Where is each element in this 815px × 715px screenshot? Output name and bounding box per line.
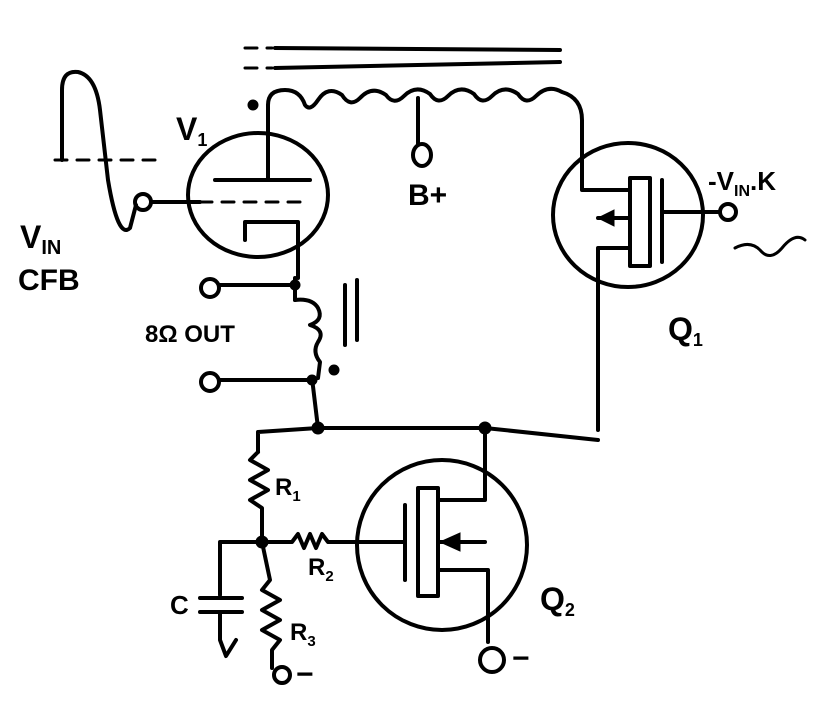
r3-resistor (260, 540, 282, 670)
q1-drain-lead (580, 176, 632, 192)
q2-neg-terminal (478, 646, 506, 674)
main-bus-wire (256, 426, 600, 454)
q2-minus-label: − (512, 642, 530, 675)
c-label: C (170, 590, 189, 620)
q1-arrow (596, 209, 615, 227)
transformer-primary-coil (266, 86, 584, 180)
transformer-core-line-2 (273, 60, 562, 70)
out-label: 8Ω OUT (145, 321, 235, 348)
r2-resistor (260, 532, 407, 550)
vin-label: VIN (20, 219, 61, 259)
q1-envelope (551, 141, 705, 289)
secondary-to-bus-wire (310, 376, 320, 430)
q1-gate-terminal (718, 202, 738, 222)
r2-label: R2 (308, 554, 334, 585)
q2-drain-lead (436, 426, 487, 502)
primary-phase-dot (247, 99, 259, 111)
q2-source-lead (436, 568, 490, 644)
q2-arrow (438, 532, 461, 552)
q2-envelope (355, 458, 529, 632)
out-terminal-bottom (199, 371, 221, 393)
r1-label: R1 (275, 474, 301, 505)
cfb-label: CFB (18, 264, 80, 297)
r3-minus-label: − (296, 658, 314, 691)
r1-resistor (248, 450, 270, 542)
q1-channel (628, 176, 652, 268)
out-terminal-top (199, 277, 221, 299)
vin-terminal (133, 192, 153, 212)
q1-gate-waveform (733, 235, 807, 257)
input-waveform (60, 69, 138, 232)
q2-label: Q2 (540, 581, 575, 620)
secondary-phase-dot (328, 364, 340, 376)
neg-vin-k-label: -VIN.K (708, 166, 776, 200)
r3-label: R3 (290, 619, 316, 650)
r3-neg-terminal (272, 665, 292, 685)
v1-label: V1 (176, 111, 207, 150)
transformer-secondary-coil (293, 297, 323, 380)
v1-cathode (243, 220, 300, 280)
c-ground-arrow (218, 610, 238, 658)
b-plus-terminal (411, 142, 433, 168)
q1-label: Q1 (668, 311, 703, 350)
q2-channel (416, 486, 440, 598)
q1-source-lead (596, 246, 632, 432)
junction-bus-left (311, 421, 325, 435)
transformer-core-line-1 (273, 46, 562, 52)
b-plus-label: B+ (408, 179, 447, 212)
c-lead-top (218, 540, 264, 597)
v1-tube-envelope (186, 131, 330, 259)
